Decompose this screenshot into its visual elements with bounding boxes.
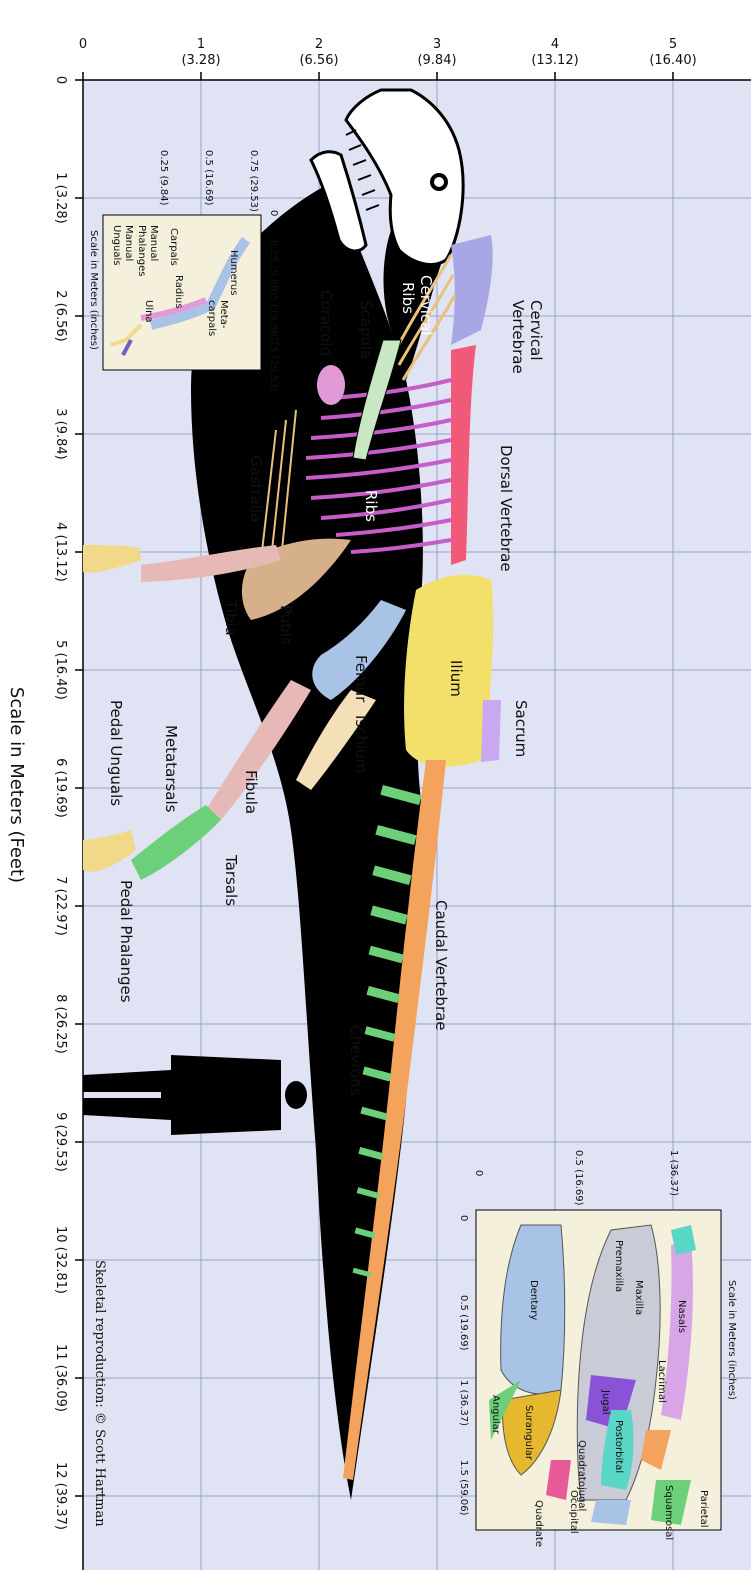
skull-x-tick-3: 1.5 (59.06): [458, 1460, 469, 1516]
label-manual-unguals-1: Manual: [123, 225, 134, 261]
eye-highlight: [434, 177, 444, 187]
label-lacrimal: Lacrimal: [656, 1360, 667, 1403]
arm-scale-title: Scale in Meters (inches): [88, 230, 99, 350]
sacrum-bone: [481, 700, 501, 762]
label-premaxilla: Premaxilla: [613, 1240, 624, 1292]
x-tick-labels: 0 1 (3.28) 2 (6.56) 3 (9.84) 4 (13.12) 5…: [53, 76, 68, 1530]
label-humerus: Humerus: [228, 250, 239, 295]
label-caudal-vertebrae: Caudal Vertebrae: [432, 900, 450, 1031]
x-tick-2: 2 (6.56): [53, 290, 68, 342]
label-squamosal: Squamosal: [663, 1485, 674, 1540]
skull-occipital-bone: [591, 1500, 631, 1525]
label-manual-unguals-2: Unguals: [111, 225, 122, 265]
skull-x-tick-2: 1 (36.37): [458, 1380, 469, 1426]
y-tick-1: 1: [197, 37, 205, 52]
label-pedal-phalanges: Pedal Phalanges: [117, 880, 135, 1003]
x-tick-6: 6 (19.69): [53, 758, 68, 818]
arm-y-tick-1: 0.25 (9.84): [158, 150, 169, 206]
label-sacrum: Sacrum: [512, 700, 530, 757]
y-tick-5: 5: [669, 37, 677, 52]
label-tarsals: Tarsals: [222, 854, 240, 906]
label-ischium: Ischium: [352, 715, 370, 773]
label-gastralia: Gastralia: [247, 455, 265, 522]
x-tick-3: 3 (9.84): [53, 408, 68, 460]
label-manual-phalanges-2: Phalanges: [136, 225, 147, 276]
label-ribs: Ribs: [362, 490, 380, 522]
label-metatarsals: Metatarsals: [162, 725, 180, 813]
label-cervical-vertebrae-2: Vertebrae: [509, 300, 527, 374]
x-tick-9: 9 (29.53): [53, 1112, 68, 1172]
x-tick-7: 7 (22.97): [53, 876, 68, 936]
x-tick-12: 12 (39.37): [53, 1462, 68, 1530]
label-chevrons: Chevrons: [347, 1025, 365, 1096]
label-ulna: Ulna: [143, 300, 154, 323]
y-tick-4-sub: (13.12): [531, 53, 578, 68]
label-postorbital: Postorbital: [613, 1420, 624, 1473]
skull-x-tick-1: 0.5 (19.69): [458, 1295, 469, 1351]
skull-inset: Premaxilla Maxilla Nasals Lacrimal Denta…: [458, 1150, 737, 1547]
label-occipital: Occipital: [568, 1490, 579, 1534]
label-cervical-vertebrae-1: Cervical: [527, 300, 545, 361]
x-tick-8: 8 (26.25): [53, 994, 68, 1054]
label-fibula: Fibula: [242, 770, 260, 814]
skull-y-tick-2: 1 (36.37): [668, 1150, 679, 1196]
label-maxilla: Maxilla: [633, 1280, 644, 1315]
credit-line: Skeletal reproduction: © Scott Hartman: [92, 1260, 107, 1527]
label-pubis: Pubis: [277, 605, 295, 645]
label-femur: Femur: [352, 655, 370, 703]
x-tick-4: 4 (13.12): [53, 522, 68, 582]
skull-scale-title: Scale in Meters (inches): [726, 1280, 737, 1400]
label-tibia: Tibia: [222, 599, 240, 636]
label-carpals: Carpals: [168, 228, 179, 266]
y-tick-3: 3: [433, 37, 441, 52]
x-tick-5: 5 (16.40): [53, 640, 68, 700]
label-metacarpals-1: Meta-: [218, 300, 229, 329]
y-tick-1-sub: (3.28): [181, 53, 220, 68]
label-pedal-unguals: Pedal Unguals: [107, 700, 125, 806]
y-tick-0: 0: [79, 37, 87, 52]
skull-y-tick-1: 0.5 (16.69): [573, 1150, 584, 1206]
label-ilium: Ilium: [447, 660, 465, 697]
label-jugal: Jugal: [600, 1389, 611, 1415]
arm-y-tick-3: 0.75 (29.53): [248, 150, 259, 212]
x-tick-0: 0: [53, 76, 68, 84]
arm-x-tick-3: 0.75 (29.53): [268, 330, 279, 392]
label-parietal: Parietal: [698, 1490, 709, 1528]
label-dentary: Dentary: [528, 1280, 539, 1320]
y-tick-5-sub: (16.40): [649, 53, 696, 68]
label-angular: Angular: [490, 1395, 501, 1435]
x-tick-11: 11 (36.09): [53, 1344, 68, 1412]
y-tick-2-sub: (6.56): [299, 53, 338, 68]
label-cervical-ribs-1: Cervical: [417, 275, 435, 336]
label-scapula: Scapula: [357, 300, 375, 359]
skull-y-tick-0: 0: [473, 1170, 484, 1176]
label-coracoid: Coracoid: [317, 290, 335, 356]
y-tick-4: 4: [551, 37, 559, 52]
label-surangular: Surangular: [523, 1405, 534, 1461]
label-nasals: Nasals: [676, 1300, 687, 1333]
skull-x-tick-0: 0: [458, 1215, 469, 1221]
y-tick-labels: 0 1(3.28) 2(6.56) 3(9.84) 4(13.12) 5(16.…: [79, 37, 697, 68]
label-radius: Radius: [173, 275, 184, 309]
label-manual-phalanges-1: Manual: [148, 225, 159, 261]
label-cervical-ribs-2: Ribs: [399, 282, 417, 314]
x-tick-1: 1 (3.28): [53, 172, 68, 224]
arm-x-tick-0: 0: [268, 210, 279, 216]
label-metacarpals-2: carpals: [206, 300, 217, 336]
axis-title: Scale in Meters (Feet): [6, 687, 27, 883]
x-tick-10: 10 (32.81): [53, 1226, 68, 1294]
y-tick-3-sub: (9.84): [417, 53, 456, 68]
y-tick-2: 2: [315, 37, 323, 52]
coracoid-bone: [317, 365, 345, 405]
label-quadrate: Quadrate: [533, 1500, 544, 1547]
arm-y-tick-2: 0.5 (16.69): [203, 150, 214, 206]
label-dorsal-vertebrae: Dorsal Vertebrae: [497, 445, 515, 572]
